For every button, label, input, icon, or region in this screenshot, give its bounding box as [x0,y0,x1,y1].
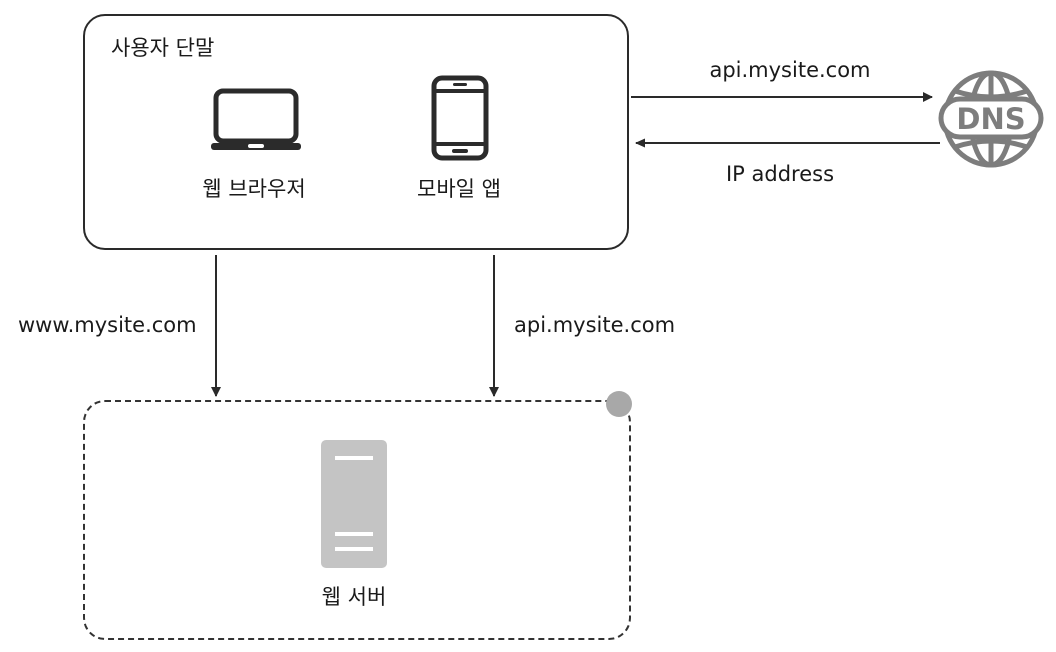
server-icon [321,440,387,568]
api-domain-label: api.mysite.com [514,313,676,337]
web-browser-label: 웹 브라우저 [202,177,306,201]
laptop-icon [211,88,301,150]
web-server-label: 웹 서버 [321,585,387,609]
user-terminal-box [83,14,629,250]
mobile-phone-icon [431,75,489,161]
www-domain-label: www.mysite.com [18,313,197,337]
user-terminal-title: 사용자 단말 [111,36,215,60]
corner-dot [606,391,632,417]
dns-icon-text: DNS [956,102,1025,136]
dns-response-label: IP address [725,162,835,186]
web-server-box [83,400,631,640]
dns-request-label: api.mysite.com [709,58,871,82]
mobile-app-label: 모바일 앱 [417,177,501,201]
dns-globe-icon: DNS [938,70,1044,168]
